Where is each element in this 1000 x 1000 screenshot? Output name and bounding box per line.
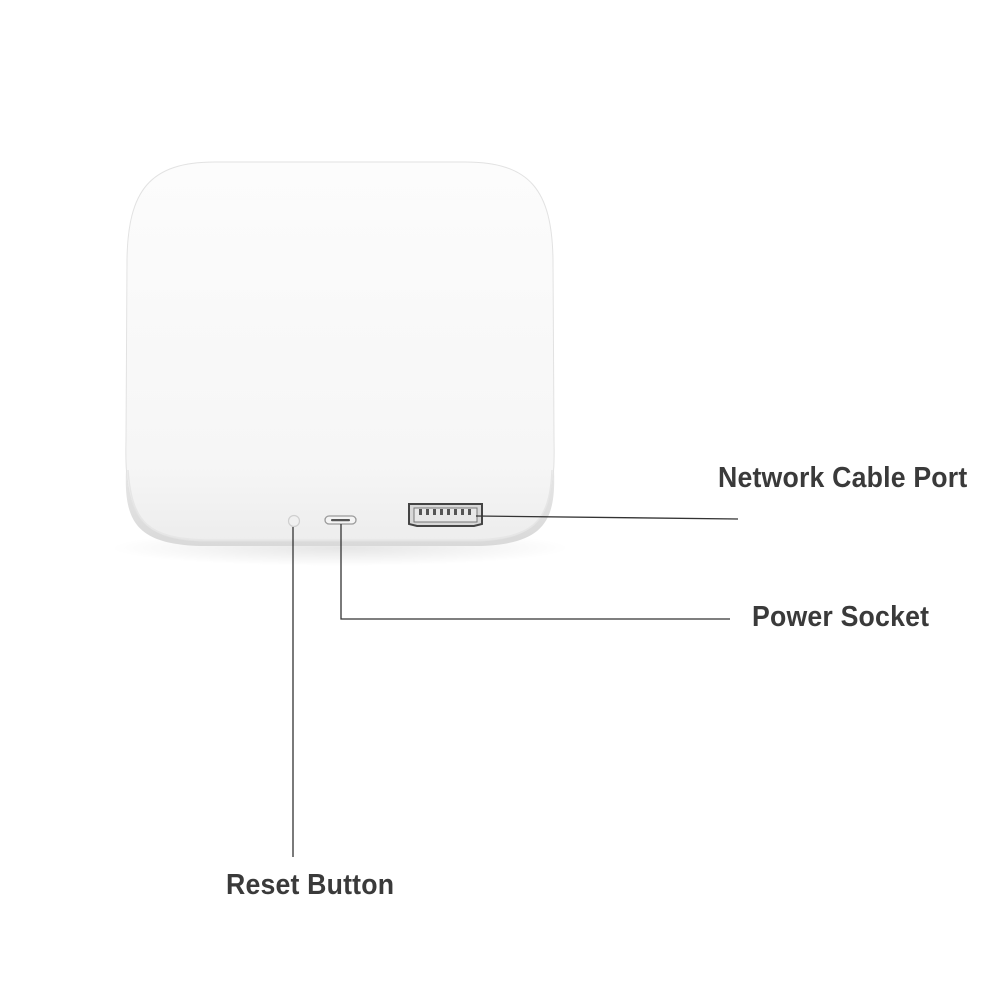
power-socket-label: Power Socket: [752, 601, 930, 633]
network-port-leader-line: [475, 515, 739, 520]
device-front-edge: [127, 469, 553, 541]
power-socket-pin: [331, 519, 350, 522]
device-body: [125, 161, 555, 542]
reset-button-label: Reset Button: [226, 869, 395, 901]
network-port: [408, 503, 483, 527]
power-socket-leader-line: [340, 524, 730, 620]
network-cable-port-label: Network Cable Port: [718, 462, 968, 494]
reset-button-hole: [287, 514, 301, 528]
